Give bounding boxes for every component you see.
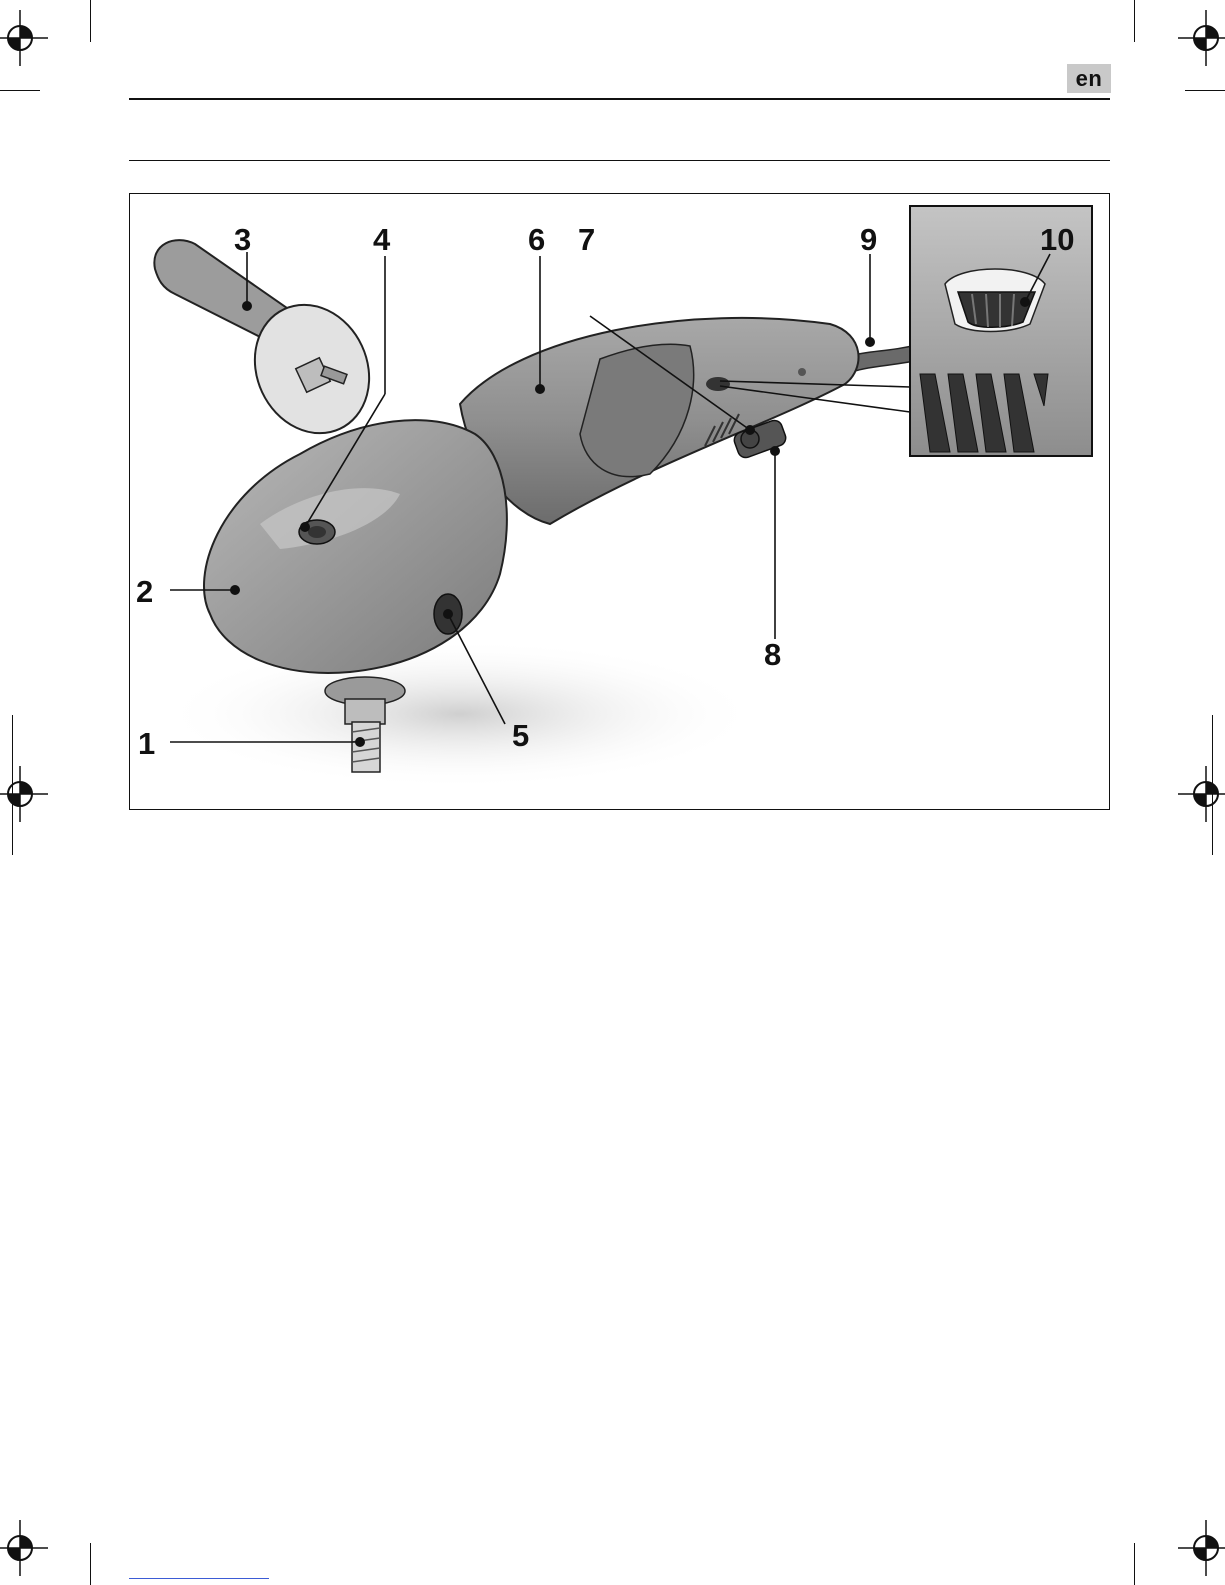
- language-badge: en: [1067, 64, 1111, 93]
- section-rule: [129, 160, 1110, 161]
- registration-mark-bottom-left: [0, 1520, 48, 1576]
- registration-mark-middle-left: [0, 766, 48, 822]
- trim-mark: [12, 715, 13, 855]
- polisher-illustration: [130, 194, 1110, 810]
- callout-7: 7: [578, 224, 595, 255]
- trim-mark: [0, 90, 40, 91]
- trim-mark: [1134, 0, 1135, 42]
- callout-4: 4: [373, 224, 390, 255]
- callout-6: 6: [528, 224, 545, 255]
- trim-mark: [90, 0, 91, 42]
- callout-5: 5: [512, 720, 529, 751]
- callout-8: 8: [764, 639, 781, 670]
- registration-mark-bottom-right: [1178, 1520, 1225, 1576]
- trim-mark: [90, 1543, 91, 1585]
- floor-shadow: [160, 639, 760, 789]
- callout-2: 2: [136, 576, 153, 607]
- trim-mark: [1212, 715, 1213, 855]
- thumbwheel-slot: [706, 377, 730, 391]
- header-rule: [129, 98, 1110, 100]
- registration-mark-top-right: [1178, 10, 1225, 66]
- registration-mark-middle-right: [1178, 766, 1225, 822]
- trim-mark: [1134, 1543, 1135, 1585]
- tool-illustration-figure: 3 4 6 7 9 10 2 8 1 5: [129, 193, 1110, 810]
- footer-link-underline: [129, 1578, 269, 1579]
- trim-mark: [1185, 90, 1225, 91]
- gear-head: [204, 420, 507, 673]
- callout-9: 9: [860, 224, 877, 255]
- spindle-lock-button-center: [308, 526, 326, 538]
- callout-3: 3: [234, 224, 251, 255]
- registration-mark-top-left: [0, 10, 48, 66]
- callout-1: 1: [138, 728, 155, 759]
- spindle-nut: [345, 699, 385, 724]
- callout-10: 10: [1040, 224, 1074, 255]
- housing-screw: [798, 368, 806, 376]
